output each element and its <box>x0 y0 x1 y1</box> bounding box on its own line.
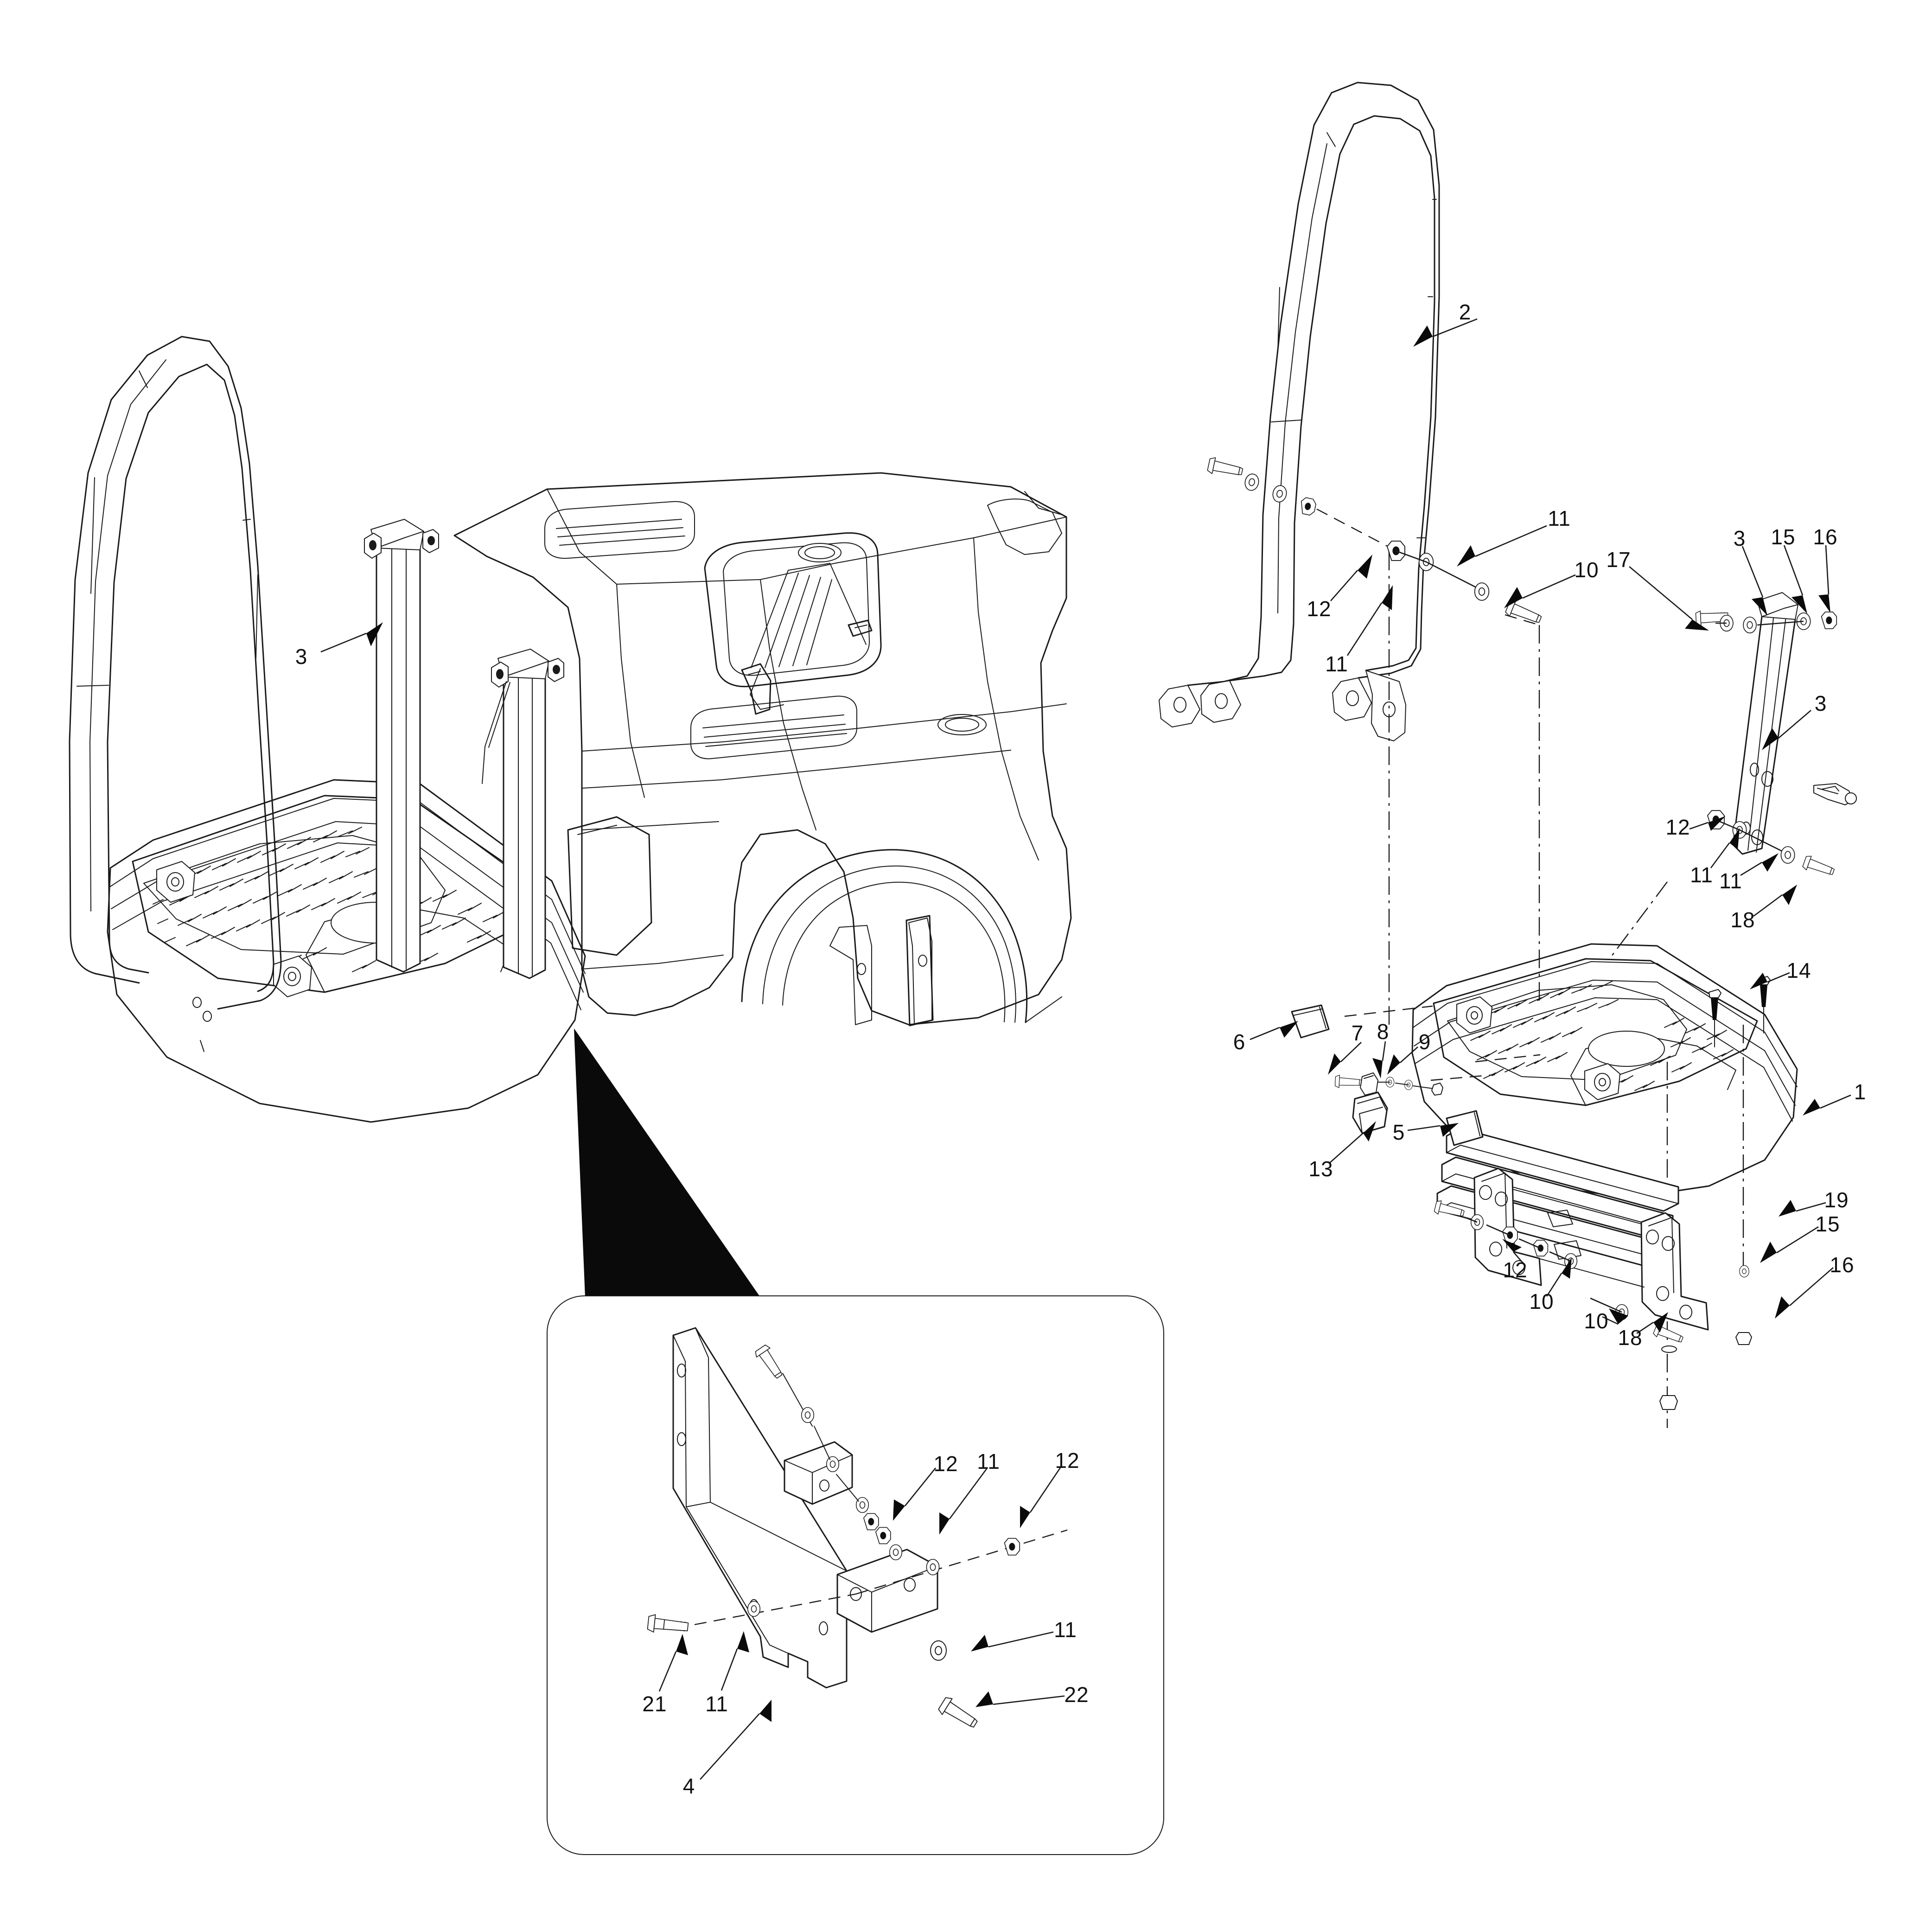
handrail-2 <box>1159 82 1440 741</box>
post-3-exploded <box>1695 592 1857 880</box>
mount-plate-4 <box>672 1327 938 1689</box>
callout-11-d: 11 <box>1719 869 1742 893</box>
hardware-lower-frame <box>1433 1199 1752 1410</box>
leader-3-main <box>320 622 383 653</box>
callout-detail-21: 21 <box>642 1692 667 1716</box>
callout-12-b: 12 <box>1665 815 1690 839</box>
detail-leaders <box>658 1467 1065 1780</box>
callout-15-a: 15 <box>1771 525 1796 549</box>
callout-16-a: 16 <box>1813 525 1838 549</box>
callout-1: 1 <box>1854 1080 1867 1104</box>
callout-10-a: 10 <box>1574 558 1599 582</box>
callout-detail-11-c: 11 <box>705 1692 728 1716</box>
callout-detail-11-b: 11 <box>1054 1618 1077 1642</box>
callout-17: 17 <box>1606 548 1631 572</box>
callout-12-a: 12 <box>1307 597 1332 621</box>
callout-11-a: 11 <box>1548 506 1571 530</box>
hardware-cluster-7-8-9-13 <box>1334 1072 1443 1134</box>
callout-13: 13 <box>1308 1157 1333 1181</box>
exploded-assembly-drawing <box>1159 82 1857 1428</box>
detail-inset <box>547 1295 1164 1855</box>
callout-6: 6 <box>1233 1030 1246 1054</box>
vehicle-body <box>453 472 1072 1027</box>
callout-10-c: 10 <box>1584 1309 1609 1333</box>
callout-9: 9 <box>1418 1030 1431 1054</box>
callout-detail-4: 4 <box>682 1774 695 1798</box>
callout-8: 8 <box>1377 1020 1390 1044</box>
callout-11-c: 11 <box>1690 863 1713 887</box>
callout-11-b: 11 <box>1325 652 1348 676</box>
callout-3-b: 3 <box>1814 691 1827 715</box>
callout-detail-22: 22 <box>1064 1683 1089 1707</box>
callout-15-b: 15 <box>1815 1212 1840 1236</box>
callout-10-b: 10 <box>1529 1289 1554 1314</box>
main-assembly-drawing <box>69 336 1072 1123</box>
callout-12-c: 12 <box>1503 1258 1528 1282</box>
callout-5: 5 <box>1392 1120 1405 1144</box>
callout-3-main: 3 <box>295 644 308 669</box>
post-3-main-front <box>364 519 439 973</box>
cap-5 <box>1446 1110 1484 1146</box>
callout-detail-12-b: 12 <box>1055 1448 1080 1473</box>
alignment-lines <box>1344 552 1744 1428</box>
callout-18-b: 18 <box>1618 1326 1643 1350</box>
callout-19: 19 <box>1824 1188 1849 1212</box>
callout-3-a: 3 <box>1733 526 1746 550</box>
callout-7: 7 <box>1351 1021 1364 1045</box>
exploded-leaders <box>1250 318 1851 1334</box>
step-platform-exploded <box>1411 943 1798 1199</box>
detail-zoom-wedge <box>574 1028 760 1297</box>
callout-16-b: 16 <box>1830 1253 1855 1277</box>
callout-2: 2 <box>1459 300 1472 324</box>
hardware-upper-left <box>1206 456 1544 628</box>
callout-14: 14 <box>1786 958 1811 982</box>
callout-detail-11-a: 11 <box>977 1449 1000 1473</box>
post-3-main-rear <box>482 649 564 979</box>
callout-18-a: 18 <box>1730 908 1755 932</box>
bracket-6 <box>1291 1004 1330 1039</box>
callout-detail-12-a: 12 <box>933 1452 958 1476</box>
handrail-main <box>69 336 282 1010</box>
